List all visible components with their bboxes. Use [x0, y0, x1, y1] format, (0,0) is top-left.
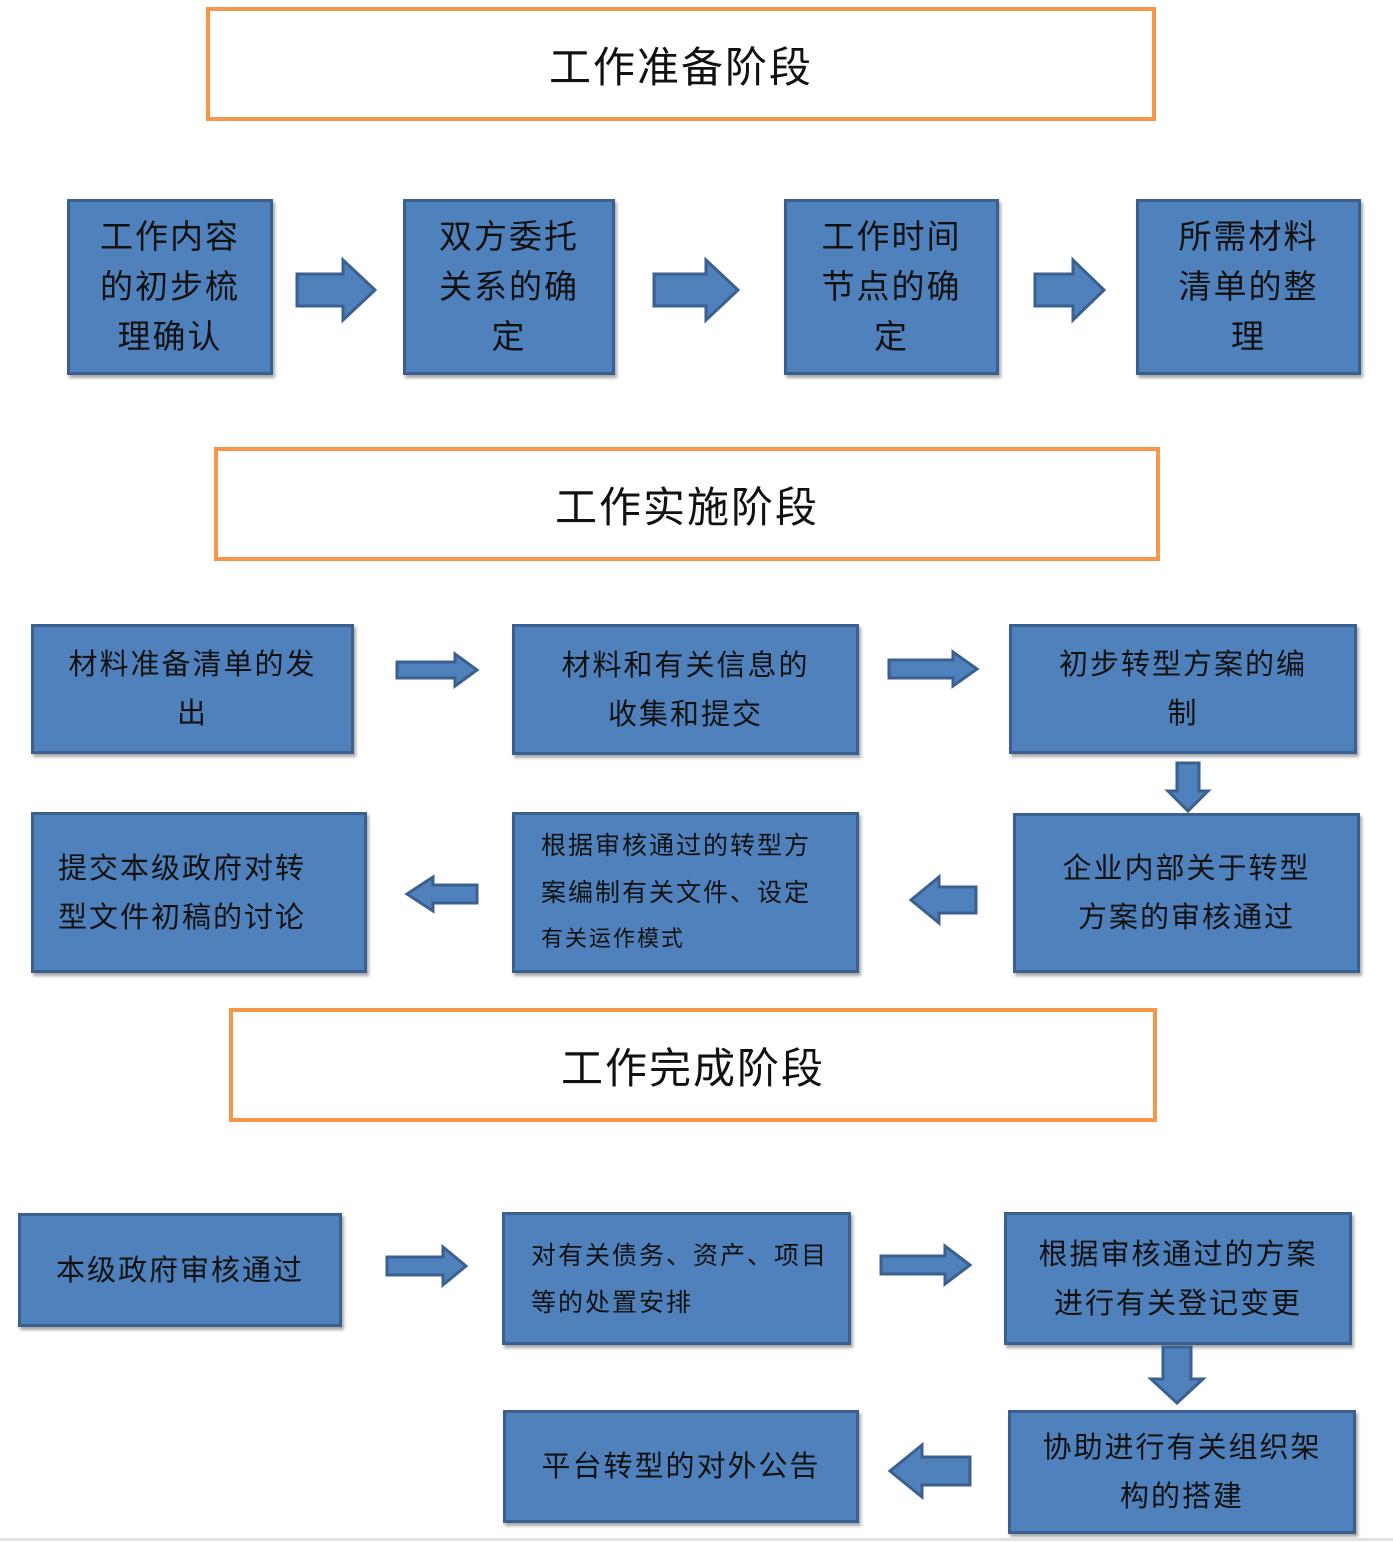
impl-step-5-line-1: 根据审核通过的转型方: [541, 831, 812, 860]
arrow-right-icon: [887, 649, 980, 689]
impl-step-5-line-2: 案编制有关文件、设定: [541, 878, 812, 907]
impl-step-6-line-1: 提交本级政府对转: [58, 850, 307, 885]
impl-step-2-line-1: 材料和有关信息的: [561, 647, 810, 682]
arrow-right-icon: [652, 256, 741, 324]
arrow-down-icon: [1164, 761, 1212, 814]
prep-step-1-line-1: 工作内容: [100, 217, 240, 256]
arrow-left-icon: [908, 873, 978, 927]
prep-step-2: 双方委托关系的确定: [403, 199, 615, 375]
done-step-3-line-1: 根据审核通过的方案: [1038, 1236, 1318, 1271]
done-step-4-line-2: 构的搭建: [1119, 1479, 1244, 1513]
done-step-5: 平台转型的对外公告: [503, 1410, 859, 1523]
prep-step-2-line-1: 双方委托: [439, 217, 579, 256]
done-step-5-line-1: 平台转型的对外公告: [541, 1449, 821, 1483]
impl-step-6-line-2: 型文件初稿的讨论: [58, 899, 307, 934]
done-step-1-line-1: 本级政府审核通过: [55, 1252, 304, 1287]
impl-step-2: 材料和有关信息的收集和提交: [512, 624, 859, 755]
prep-step-1-line-2: 的初步梳: [100, 267, 240, 306]
arrow-right-icon: [1033, 256, 1107, 324]
done-step-4: 协助进行有关组织架构的搭建: [1008, 1410, 1356, 1534]
prep-step-3-line-2: 节点的确: [821, 267, 962, 306]
arrow-down-icon: [1147, 1345, 1207, 1406]
impl-step-1-line-1: 材料准备清单的发: [68, 647, 317, 681]
impl-step-5: 根据审核通过的转型方案编制有关文件、设定有关运作模式: [512, 812, 859, 973]
done-step-3-line-2: 进行有关登记变更: [1053, 1285, 1302, 1320]
done-step-2-line-1: 对有关债务、资产、项目: [531, 1240, 829, 1270]
prep-step-4-line-1: 所需材料: [1178, 217, 1319, 256]
impl-step-3-line-1: 初步转型方案的编: [1058, 647, 1307, 681]
impl-step-4-line-2: 方案的审核通过: [1077, 900, 1295, 934]
prep-step-4-line-3: 理: [1231, 317, 1266, 356]
done-step-2: 对有关债务、资产、项目等的处置安排: [502, 1212, 851, 1345]
prep-step-1: 工作内容的初步梳理确认: [67, 199, 273, 375]
stage-header-prep: 工作准备阶段: [206, 7, 1156, 121]
impl-step-5-line-3: 有关运作模式: [541, 927, 686, 952]
done-step-1: 本级政府审核通过: [18, 1213, 342, 1327]
impl-step-4: 企业内部关于转型方案的审核通过: [1013, 813, 1360, 973]
prep-step-3: 工作时间节点的确定: [784, 199, 999, 375]
stage-header-done: 工作完成阶段: [229, 1008, 1157, 1122]
prep-step-1-line-3: 理确认: [117, 317, 223, 356]
impl-step-2-line-2: 收集和提交: [607, 696, 763, 731]
impl-step-3-line-2: 制: [1167, 696, 1199, 730]
impl-step-6: 提交本级政府对转型文件初稿的讨论: [31, 812, 367, 973]
impl-step-4-line-1: 企业内部关于转型: [1062, 851, 1311, 885]
arrow-right-icon: [295, 256, 378, 324]
arrow-right-icon: [879, 1242, 973, 1288]
prep-step-3-line-1: 工作时间: [821, 217, 962, 256]
arrow-right-icon: [385, 1243, 469, 1289]
arrow-left-icon: [887, 1441, 972, 1501]
done-step-3: 根据审核通过的方案进行有关登记变更: [1004, 1212, 1352, 1345]
stage-header-impl: 工作实施阶段: [214, 447, 1160, 561]
impl-step-1-line-2: 出: [176, 696, 208, 730]
arrow-right-icon: [395, 651, 480, 689]
prep-step-4-line-2: 清单的整: [1178, 267, 1319, 306]
arrow-left-icon: [404, 874, 479, 914]
prep-step-4: 所需材料清单的整理: [1136, 199, 1361, 375]
prep-step-3-line-3: 定: [874, 317, 909, 356]
prep-step-2-line-2: 关系的确: [439, 267, 579, 306]
done-step-4-line-1: 协助进行有关组织架: [1042, 1430, 1322, 1464]
done-step-2-line-2: 等的处置安排: [531, 1287, 694, 1317]
impl-step-3: 初步转型方案的编制: [1009, 624, 1357, 754]
prep-step-2-line-3: 定: [491, 317, 527, 356]
bottom-divider: [0, 1538, 1393, 1541]
impl-step-1: 材料准备清单的发出: [31, 624, 354, 754]
